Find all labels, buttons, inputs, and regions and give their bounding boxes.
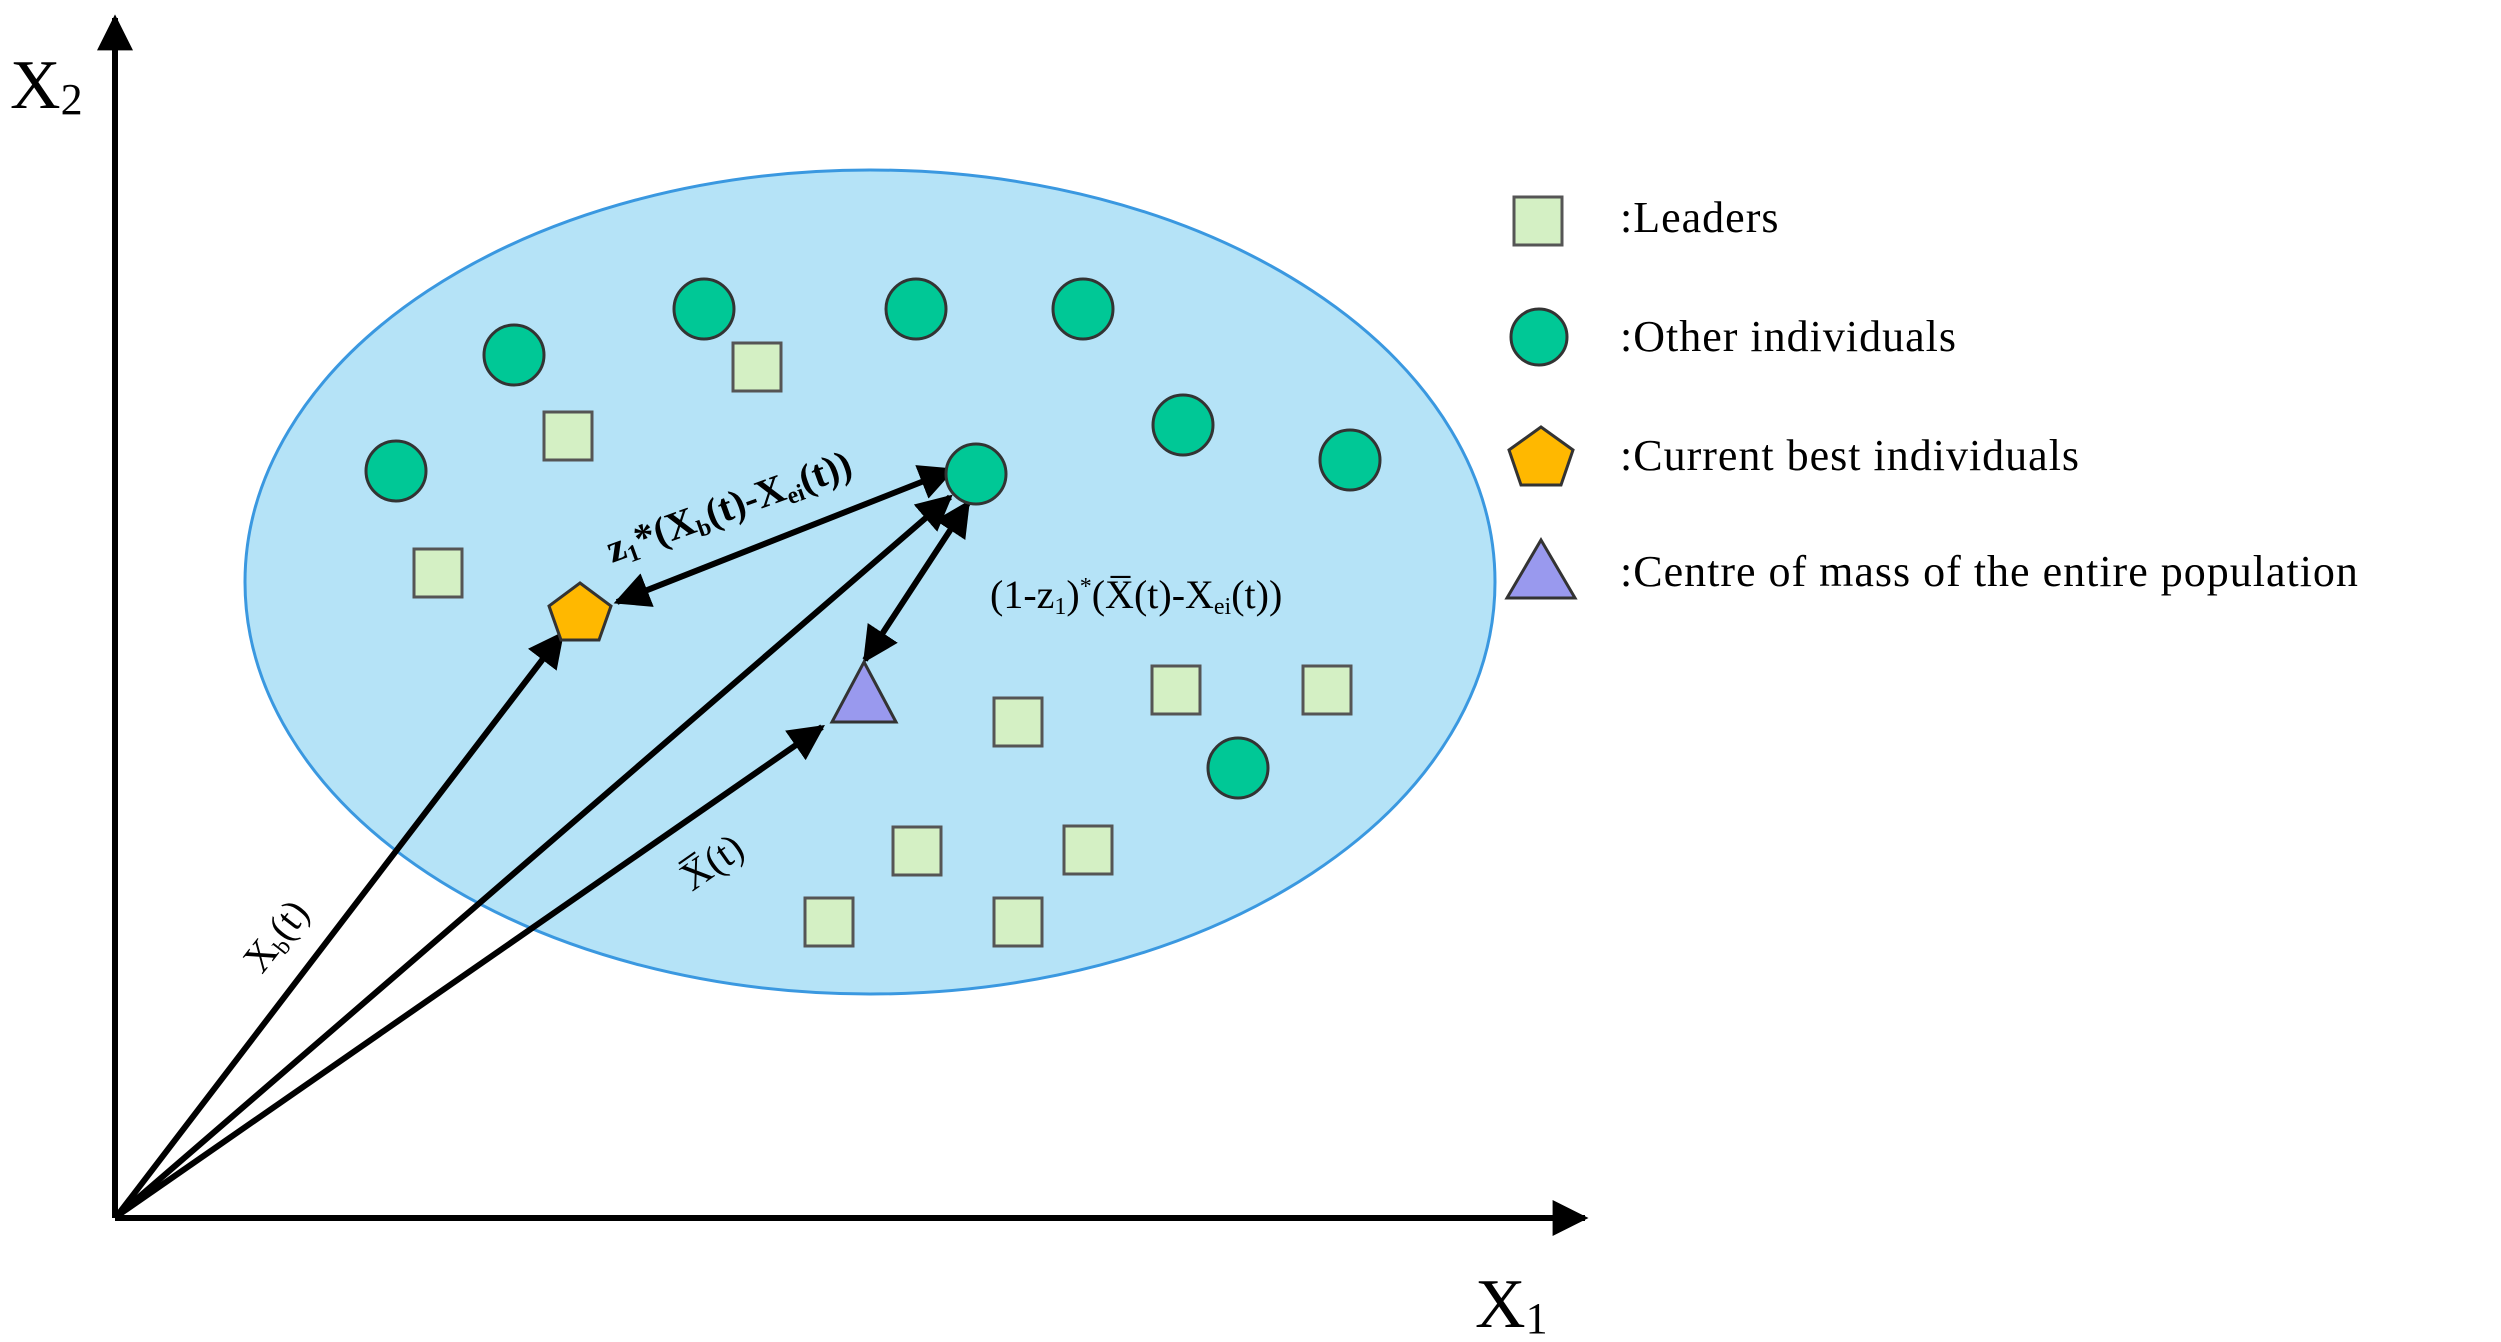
leader-square <box>992 896 1044 948</box>
x-axis-label: X1 <box>1475 1266 1548 1342</box>
y-axis-label: X2 <box>10 47 83 124</box>
legend-best-label: :Current best individuals <box>1620 431 2080 480</box>
leader-square <box>803 896 855 948</box>
individual-circle <box>672 277 736 341</box>
legend-individuals-label: :Other individuals <box>1620 312 1957 361</box>
centre-of-mass-triangle <box>829 658 899 724</box>
legend-individual-marker <box>1509 307 1569 367</box>
leader-square <box>1301 664 1353 716</box>
individual-circle <box>1206 736 1270 800</box>
individual-circle <box>1051 277 1115 341</box>
xb-vector <box>114 631 565 1218</box>
leader-square <box>1150 664 1202 716</box>
leader-square <box>542 410 594 462</box>
xbar-vector <box>115 724 825 1219</box>
legend-centre-marker <box>1504 537 1578 600</box>
legend-best-marker <box>1507 425 1575 487</box>
leader-square <box>891 825 943 877</box>
leader-square <box>731 341 783 393</box>
legend-leader-marker <box>1512 195 1564 247</box>
one-minus-z1-difference-label: (1-z1)*(X̅(t)-Xei(t)) <box>990 572 1282 620</box>
legend-leaders-label: :Leaders <box>1620 193 1779 242</box>
leader-square <box>992 696 1044 748</box>
individual-circle <box>1151 393 1215 457</box>
xei-vector <box>115 494 953 1219</box>
individuals-group <box>364 277 1382 800</box>
one-minus-z1-difference-arrow <box>862 499 971 664</box>
individual-circle <box>1318 428 1382 492</box>
individual-circle <box>482 323 546 387</box>
z1-difference-arrow <box>613 465 956 607</box>
leaders-group <box>412 341 1353 948</box>
legend-centre-label: :Centre of mass of the entire population <box>1620 547 2359 596</box>
leader-square <box>412 547 464 599</box>
current-best-pentagon <box>547 581 613 642</box>
leader-square <box>1062 824 1114 876</box>
legend: :Leaders :Other individuals :Current bes… <box>1504 193 2359 600</box>
individual-circle <box>944 442 1008 506</box>
individual-circle <box>364 439 428 503</box>
individual-circle <box>884 277 948 341</box>
